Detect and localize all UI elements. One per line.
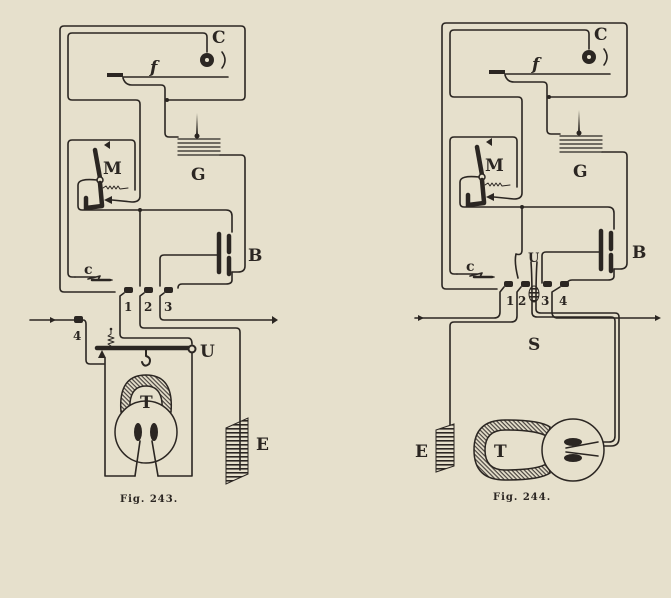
- terminal-4-label: 4: [559, 294, 567, 308]
- figure-244: 1 2 3 4 C f G M c B U S T E Fig. 244.: [414, 23, 661, 503]
- terminal-3-label: 3: [164, 300, 172, 314]
- telephone-receiver: [473, 418, 605, 482]
- label-S: S: [528, 335, 540, 355]
- label-G: G: [191, 165, 206, 185]
- terminals: [504, 281, 569, 287]
- label-E: E: [415, 442, 428, 462]
- label-f: f: [531, 55, 542, 75]
- label-U: U: [528, 251, 540, 266]
- label-c: c: [84, 262, 93, 278]
- terminal-1-label: 1: [124, 300, 132, 314]
- terminal-3-label: 3: [541, 294, 549, 308]
- label-f: f: [149, 58, 160, 78]
- label-U: U: [200, 342, 215, 362]
- terminal-2-label: 2: [144, 300, 152, 314]
- terminal-4-label: 4: [73, 329, 81, 343]
- label-G: G: [573, 162, 588, 182]
- terminal-1-label: 1: [506, 294, 514, 308]
- label-c: c: [466, 259, 475, 275]
- label-T: T: [494, 442, 507, 462]
- caption-fig-244: Fig. 244.: [493, 492, 551, 503]
- terminal-2-label: 2: [518, 294, 526, 308]
- label-M: M: [485, 156, 504, 176]
- label-E: E: [256, 435, 269, 455]
- label-T: T: [140, 393, 153, 413]
- telephone-receiver: [114, 374, 178, 477]
- label-B: B: [632, 243, 646, 263]
- label-C: C: [594, 25, 608, 45]
- caption-fig-243: Fig. 243.: [120, 494, 178, 505]
- figure-243: 1 2 3 4 C f G M c B: [29, 26, 278, 505]
- label-C: C: [212, 28, 226, 48]
- label-M: M: [103, 159, 122, 179]
- label-B: B: [248, 246, 262, 266]
